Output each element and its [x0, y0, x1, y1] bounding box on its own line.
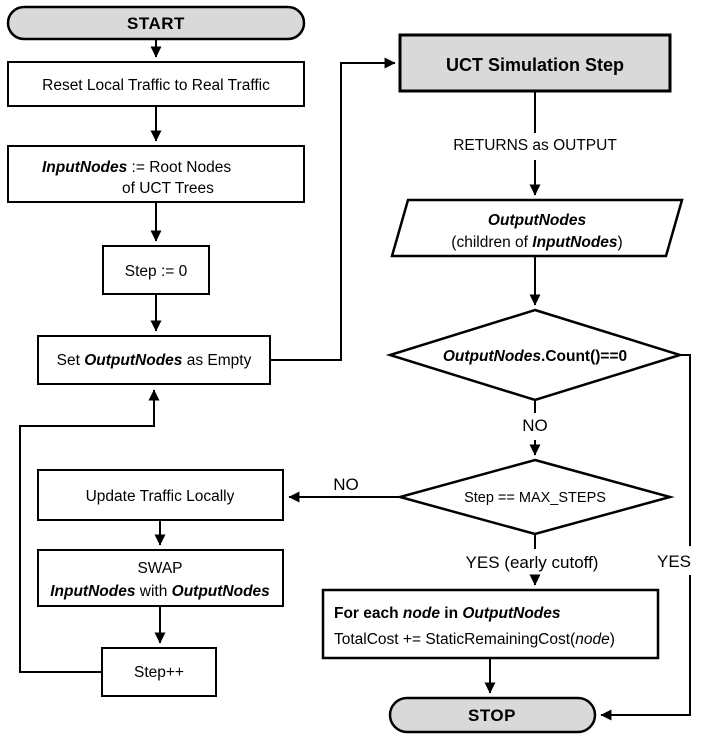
step-init-shape [102, 245, 210, 295]
node-foreach-cost: For each node in OutputNodes TotalCost +… [321, 588, 660, 660]
label-yes-early-cutoff: YES (early cutoff) [466, 553, 599, 572]
swap-shape [37, 549, 284, 607]
init-input-nodes-shape [7, 145, 305, 203]
reset-traffic-shape [7, 61, 305, 107]
update-traffic-label: Update Traffic Locally [86, 488, 235, 505]
node-reset-traffic: Reset Local Traffic to Real Traffic [7, 61, 305, 107]
node-stop: STOP [388, 696, 597, 734]
max-steps-shape [395, 458, 675, 536]
set-output-empty-shape [37, 335, 271, 385]
set-output-empty-label: Set OutputNodes as Empty [57, 352, 252, 369]
step-init-label: Step := 0 [125, 263, 188, 280]
node-step-increment: Step++ [101, 647, 217, 697]
uct-step-shape [398, 33, 672, 93]
init-input-nodes-line1: InputNodes := Root Nodes [42, 159, 231, 176]
step-increment-shape [101, 647, 217, 697]
update-traffic-shape [37, 469, 284, 521]
count-check-label: OutputNodes.Count()==0 [443, 348, 627, 365]
start-label: START [127, 14, 185, 33]
decision-count-check: OutputNodes.Count()==0 [385, 308, 685, 402]
label-yes-count: YES [657, 552, 691, 571]
label-no-count: NO [522, 416, 548, 435]
edge-setoutput-uct [270, 57, 396, 361]
max-steps-label: Step == MAX_STEPS [464, 490, 606, 506]
reset-traffic-label: Reset Local Traffic to Real Traffic [42, 77, 270, 94]
init-input-nodes-line2: of UCT Trees [122, 180, 214, 197]
output-nodes-io-line1: OutputNodes [488, 212, 587, 229]
count-check-shape [385, 308, 685, 402]
edge-stepinc-setoutput-loop [19, 389, 160, 673]
output-nodes-io-shape [390, 198, 684, 258]
decision-max-steps: Step == MAX_STEPS [395, 458, 675, 536]
node-uct-step: UCT Simulation Step [398, 33, 672, 93]
node-swap: SWAP InputNodes with OutputNodes [37, 549, 284, 607]
stop-shape [388, 696, 597, 734]
swap-line1: SWAP [137, 560, 182, 577]
swap-line2: InputNodes with OutputNodes [50, 583, 270, 600]
output-nodes-io-line2: (children of InputNodes) [451, 234, 622, 251]
label-no-max-steps: NO [333, 475, 359, 494]
stop-label: STOP [468, 706, 516, 725]
edge-countcheck-yes-stop [600, 575, 691, 721]
node-set-output-empty: Set OutputNodes as Empty [37, 335, 271, 385]
label-returns-as-output: RETURNS as OUTPUT [453, 137, 617, 154]
uct-step-label: UCT Simulation Step [446, 55, 624, 75]
foreach-cost-line2: TotalCost += StaticRemainingCost(node) [334, 631, 615, 648]
node-init-input-nodes: InputNodes := Root Nodes of UCT Trees [7, 145, 305, 203]
foreach-cost-shape [321, 588, 660, 660]
start-shape [6, 5, 306, 41]
foreach-cost-line1: For each node in OutputNodes [334, 605, 561, 622]
node-update-traffic: Update Traffic Locally [37, 469, 284, 521]
node-step-init: Step := 0 [102, 245, 210, 295]
node-start: START [6, 5, 306, 41]
step-increment-label: Step++ [134, 664, 184, 681]
node-output-nodes-io: OutputNodes (children of InputNodes) [390, 198, 684, 258]
